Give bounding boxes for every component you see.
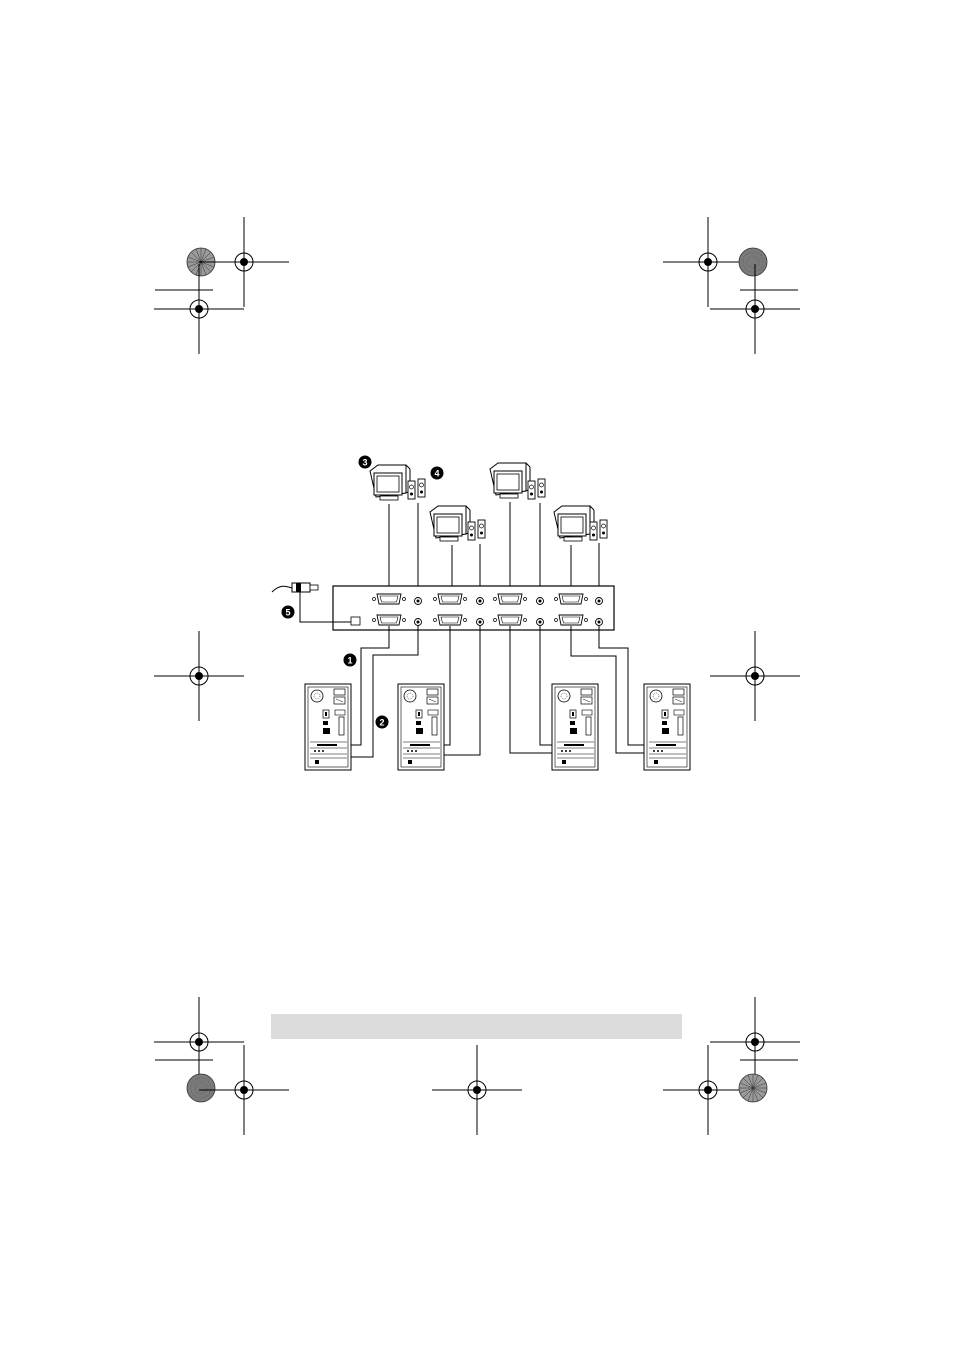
registration-mark-lower-left [154,997,244,1087]
computer-audio-jack-1 [415,619,422,626]
registration-mark-top-left [199,217,289,307]
console-monitor-1 [370,465,410,500]
callout-3: 3 [359,456,372,469]
registration-mark-upper-right [710,264,800,354]
console-stations [370,463,607,541]
console-monitor-2 [430,506,470,541]
dot-disc-mark-bottom-left [187,1074,215,1102]
console-audio-jack-1 [415,598,422,605]
console-audio-jack-3 [537,598,544,605]
console-monitor-3 [490,463,530,498]
console-speakers-4 [590,520,607,540]
console-audio-jack-2 [477,598,484,605]
print-marks [154,217,800,1135]
callout-3-number: 3 [362,458,367,468]
dot-disc-mark-top-right [739,248,767,276]
power-jack [351,617,360,625]
computer-2 [398,684,444,770]
computer-audio-jack-2 [477,619,484,626]
callout-5: 5 [282,606,295,619]
computer-cables [347,626,652,757]
callout-1: 1 [344,654,357,667]
registration-mark-mid-right [710,631,800,721]
console-audio-jack-4 [596,598,603,605]
callout-1-number: 1 [347,656,352,666]
console-speakers-2 [468,520,485,540]
registration-mark-mid-left [154,631,244,721]
console-speakers-1 [408,479,425,499]
computer-1 [305,684,351,770]
computer-audio-jack-3 [537,619,544,626]
computer-3 [552,684,598,770]
computer-4 [644,684,690,770]
console-speakers-3 [528,479,545,499]
registration-mark-upper-left [154,264,244,354]
callout-2: 2 [376,716,389,729]
console-monitor-4 [554,506,594,541]
footer-bar [271,1014,682,1039]
starburst-mark-bottom-right [739,1074,767,1102]
callout-4: 4 [431,467,444,480]
registration-mark-bottom-left [199,1045,289,1135]
registration-mark-bottom-center [432,1045,522,1135]
computer-audio-jack-4 [596,619,603,626]
kvm-switch-rear-panel [333,586,614,630]
registration-mark-lower-right [710,997,800,1087]
callout-4-number: 4 [434,469,439,479]
callout-5-number: 5 [285,608,290,618]
callout-2-number: 2 [379,718,384,728]
